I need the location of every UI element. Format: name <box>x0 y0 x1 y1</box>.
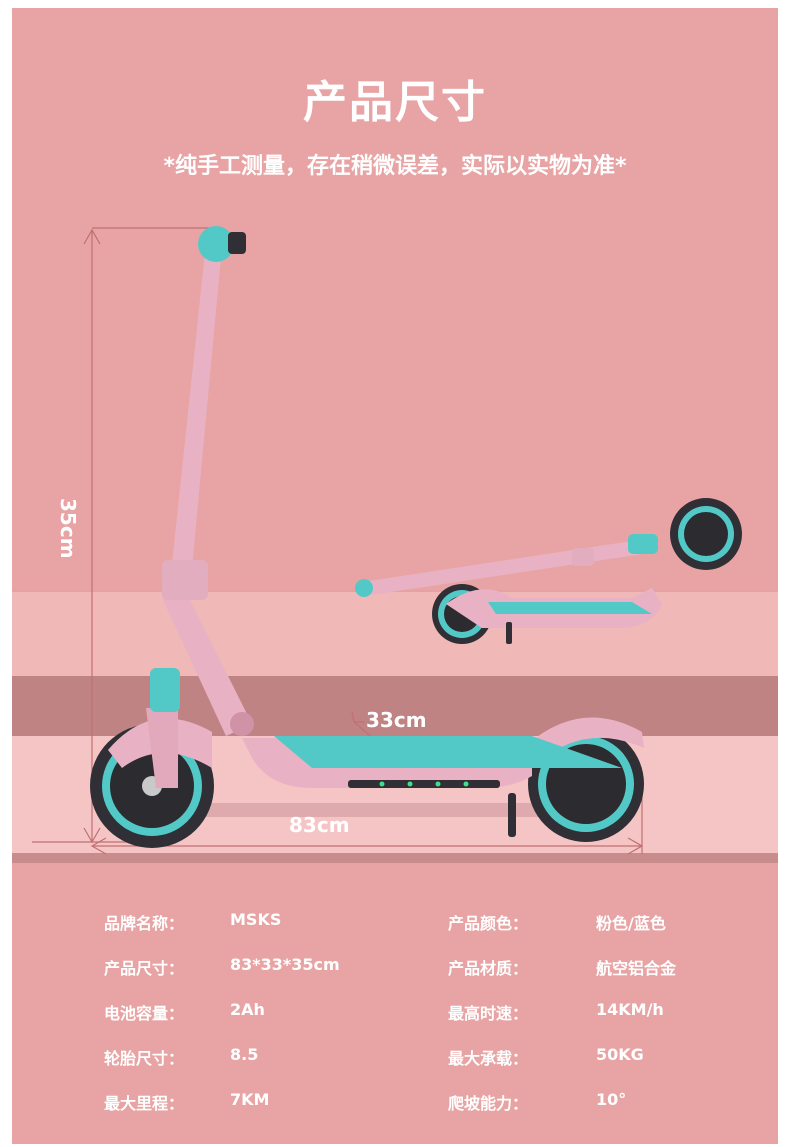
spec-value: 8.5 <box>230 1045 259 1064</box>
scooter-illustration <box>32 226 742 855</box>
page-title: 产品尺寸 <box>303 77 487 128</box>
spec-key: 轮胎尺寸： <box>104 1049 185 1068</box>
page-subtitle: *纯手工测量，存在稍微误差，实际以实物为准* <box>163 154 627 179</box>
spec-key: 产品材质： <box>448 959 529 978</box>
spec-row: 电池容量： 2Ah 最高时速： 14KM/h <box>12 1000 778 1030</box>
spec-value: 7KM <box>230 1090 270 1109</box>
spec-key: 产品尺寸： <box>104 959 185 978</box>
spec-value: 14KM/h <box>596 1000 664 1019</box>
spec-value: 航空铝合金 <box>596 959 677 978</box>
spec-key: 电池容量： <box>104 1004 185 1023</box>
spec-key: 品牌名称： <box>104 914 185 933</box>
spec-key: 最大里程： <box>104 1094 185 1113</box>
spec-value: 83*33*35cm <box>230 955 340 974</box>
folded-scooter <box>355 498 742 644</box>
spec-key: 最高时速： <box>448 1004 529 1023</box>
spec-value: 2Ah <box>230 1000 265 1019</box>
spec-key: 产品颜色： <box>448 914 529 933</box>
spec-key: 最大承载： <box>448 1049 529 1068</box>
spec-value: 10° <box>596 1090 627 1109</box>
spec-row: 品牌名称： MSKS 产品颜色： 粉色/蓝色 <box>12 910 778 940</box>
dimension-lines <box>32 227 644 855</box>
deck-dimension-label: 33cm <box>366 708 427 732</box>
main-scooter <box>90 226 644 848</box>
background-band-base <box>12 853 778 863</box>
spec-value: 粉色/蓝色 <box>596 914 666 933</box>
spec-key: 爬坡能力： <box>448 1094 529 1113</box>
spec-row: 轮胎尺寸： 8.5 最大承载： 50KG <box>12 1045 778 1075</box>
length-dimension-label: 83cm <box>289 813 350 837</box>
spec-value: MSKS <box>230 910 282 929</box>
spec-row: 最大里程： 7KM 爬坡能力： 10° <box>12 1090 778 1120</box>
poster-frame: 产品尺寸 *纯手工测量，存在稍微误差，实际以实物为准* <box>12 8 778 1144</box>
height-dimension-label: 35cm <box>56 498 80 559</box>
spec-row: 产品尺寸： 83*33*35cm 产品材质： 航空铝合金 <box>12 955 778 985</box>
spec-value: 50KG <box>596 1045 644 1064</box>
band-divider <box>12 590 778 593</box>
